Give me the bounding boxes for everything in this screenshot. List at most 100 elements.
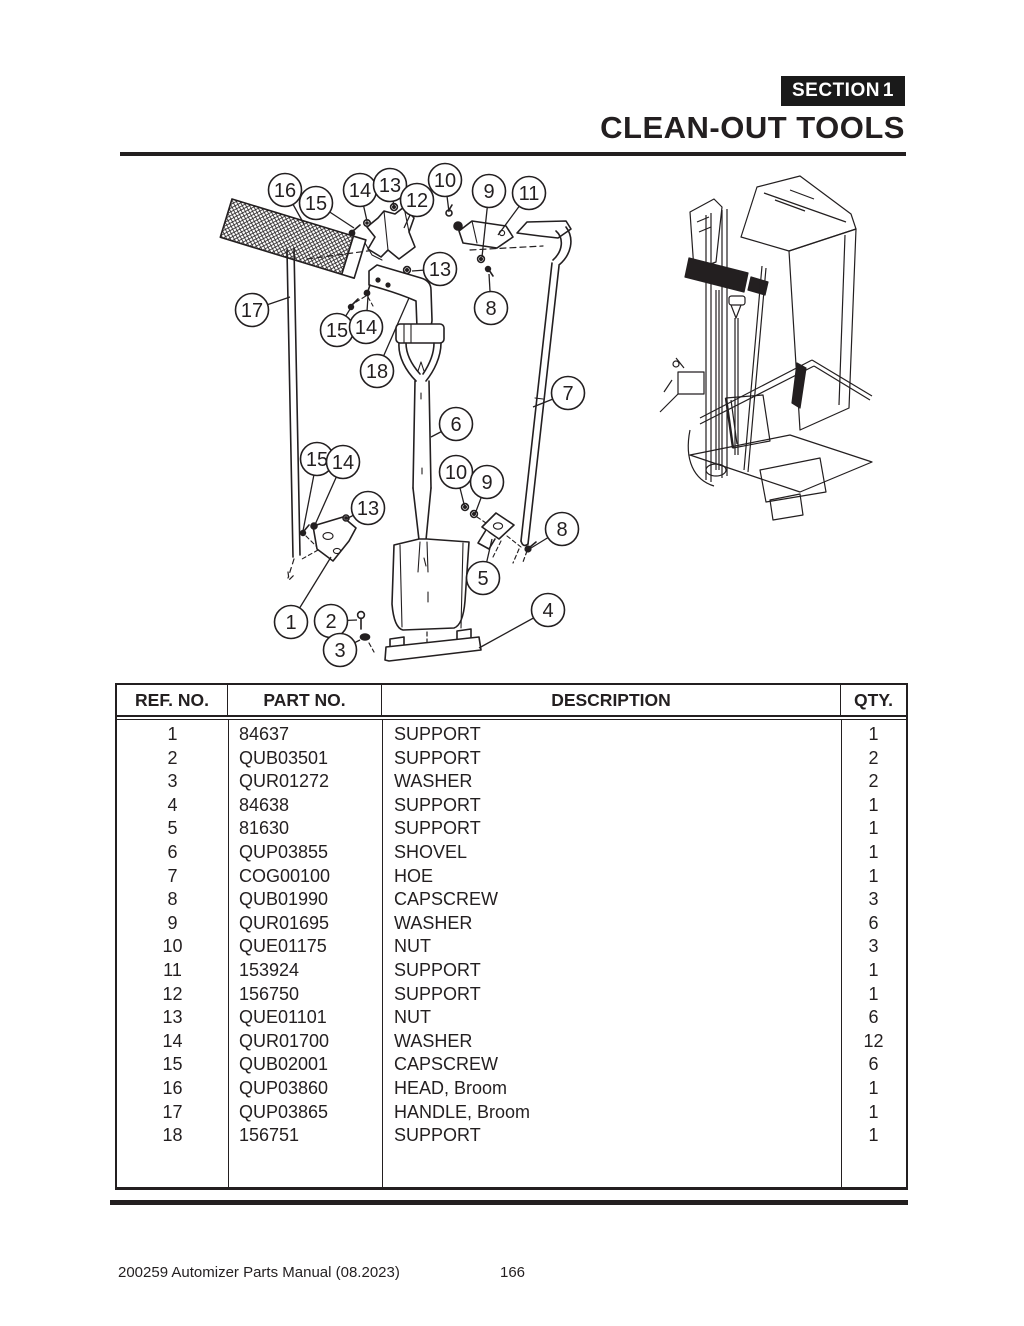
callout-number: 16 (274, 180, 296, 202)
cell-qty: 3 (868, 936, 879, 957)
cell-qty: 1 (868, 959, 879, 980)
cell-part: QUR01700 (239, 1030, 330, 1051)
callout-circle (471, 173, 507, 209)
cell-part: QUB01990 (239, 889, 329, 910)
cell-qty: 12 (863, 1030, 884, 1051)
callout-number: 13 (379, 175, 401, 197)
cell-part: QUP03860 (239, 1077, 329, 1098)
callout-circle (550, 375, 586, 411)
cell-part: 84637 (239, 724, 290, 744)
cell-desc: CAPSCREW (394, 889, 499, 910)
cell-qty: 1 (868, 818, 879, 839)
column-divider (227, 720, 229, 1187)
bottom-rule (110, 1200, 908, 1205)
support-bracket-12 (364, 206, 416, 261)
callout-circle (544, 511, 580, 547)
callout-number: 5 (477, 568, 488, 590)
cell-desc: SHOVEL (394, 841, 468, 862)
cell-part: 84638 (239, 794, 290, 815)
cell-ref: 17 (162, 1101, 183, 1122)
callout-number: 14 (332, 452, 354, 474)
cell-qty: 1 (868, 841, 879, 862)
callout-circle (325, 444, 361, 480)
exploded-diagram: 1615141312109111381715141876151413109854… (219, 162, 873, 668)
fasteners-10-top (445, 204, 463, 231)
cell-ref: 16 (162, 1077, 183, 1098)
callout-circle (465, 560, 501, 596)
callout-number: 1 (285, 612, 296, 634)
cell-qty: 6 (868, 1007, 879, 1028)
column-divider (381, 720, 383, 1187)
cell-ref: 4 (167, 794, 178, 815)
callout-circle (372, 167, 408, 203)
callout-number: 12 (406, 190, 428, 212)
table-header-row: REF. NO. PART NO. DESCRIPTION QTY. (117, 685, 906, 717)
page-title: CLEAN-OUT TOOLS (600, 110, 905, 145)
callout-circle (322, 632, 358, 668)
cell-desc: SUPPORT (394, 1125, 481, 1146)
hoe (512, 220, 572, 564)
cell-ref: 8 (167, 889, 178, 910)
callout-number: 13 (357, 498, 379, 520)
cell-ref: 14 (162, 1030, 183, 1051)
callout-number: 6 (450, 414, 461, 436)
cell-part: 81630 (239, 818, 290, 839)
header-description: DESCRIPTION (382, 685, 841, 715)
cell-qty: 6 (868, 1054, 879, 1075)
cell-ref: 3 (167, 771, 178, 792)
callout-circle (469, 464, 505, 500)
callout-circle (427, 162, 463, 198)
hoe-mount-plate (458, 220, 514, 249)
callout-circle (530, 592, 566, 628)
callout-number: 3 (334, 640, 345, 662)
cell-ref: 18 (162, 1125, 183, 1146)
shovel (391, 323, 470, 647)
callout-circle (234, 292, 270, 328)
cell-ref: 6 (167, 841, 178, 862)
cell-desc: SUPPORT (394, 818, 481, 839)
callout-number: 9 (483, 181, 494, 203)
callout-number: 14 (349, 180, 371, 202)
cell-qty: 2 (868, 771, 879, 792)
header-double-line (117, 717, 906, 720)
cell-part: QUB02001 (239, 1054, 329, 1075)
cell-ref: 9 (167, 912, 178, 933)
cell-desc: HOE (394, 865, 434, 886)
cell-desc: SUPPORT (394, 959, 481, 980)
callout-number: 10 (445, 462, 467, 484)
cell-ref: 13 (162, 1007, 183, 1028)
cell-part: QUP03855 (239, 841, 329, 862)
support-bracket-1 (312, 516, 357, 562)
cell-qty: 2 (868, 747, 879, 768)
cell-ref: 11 (163, 959, 182, 980)
cell-part: QUE01175 (239, 936, 327, 957)
callout-number: 8 (485, 298, 496, 320)
cell-part: 156750 (239, 983, 300, 1004)
callout-circle (399, 182, 435, 218)
cell-qty: 1 (868, 724, 879, 744)
callout-circle (422, 251, 458, 287)
callout-number: 15 (305, 193, 327, 215)
callout-number: 7 (562, 383, 573, 405)
callout-circle (350, 490, 386, 526)
callout-circle (348, 309, 384, 345)
cell-qty: 6 (868, 912, 879, 933)
callout-number: 14 (355, 317, 377, 339)
machine-inset (659, 175, 873, 521)
cell-ref: 7 (167, 865, 178, 886)
cell-ref: 1 (167, 724, 178, 744)
cell-qty: 3 (868, 889, 879, 910)
cell-desc: WASHER (394, 771, 473, 792)
cell-part: 156751 (239, 1125, 300, 1146)
cell-ref: 15 (162, 1054, 183, 1075)
cell-qty: 1 (868, 1101, 879, 1122)
